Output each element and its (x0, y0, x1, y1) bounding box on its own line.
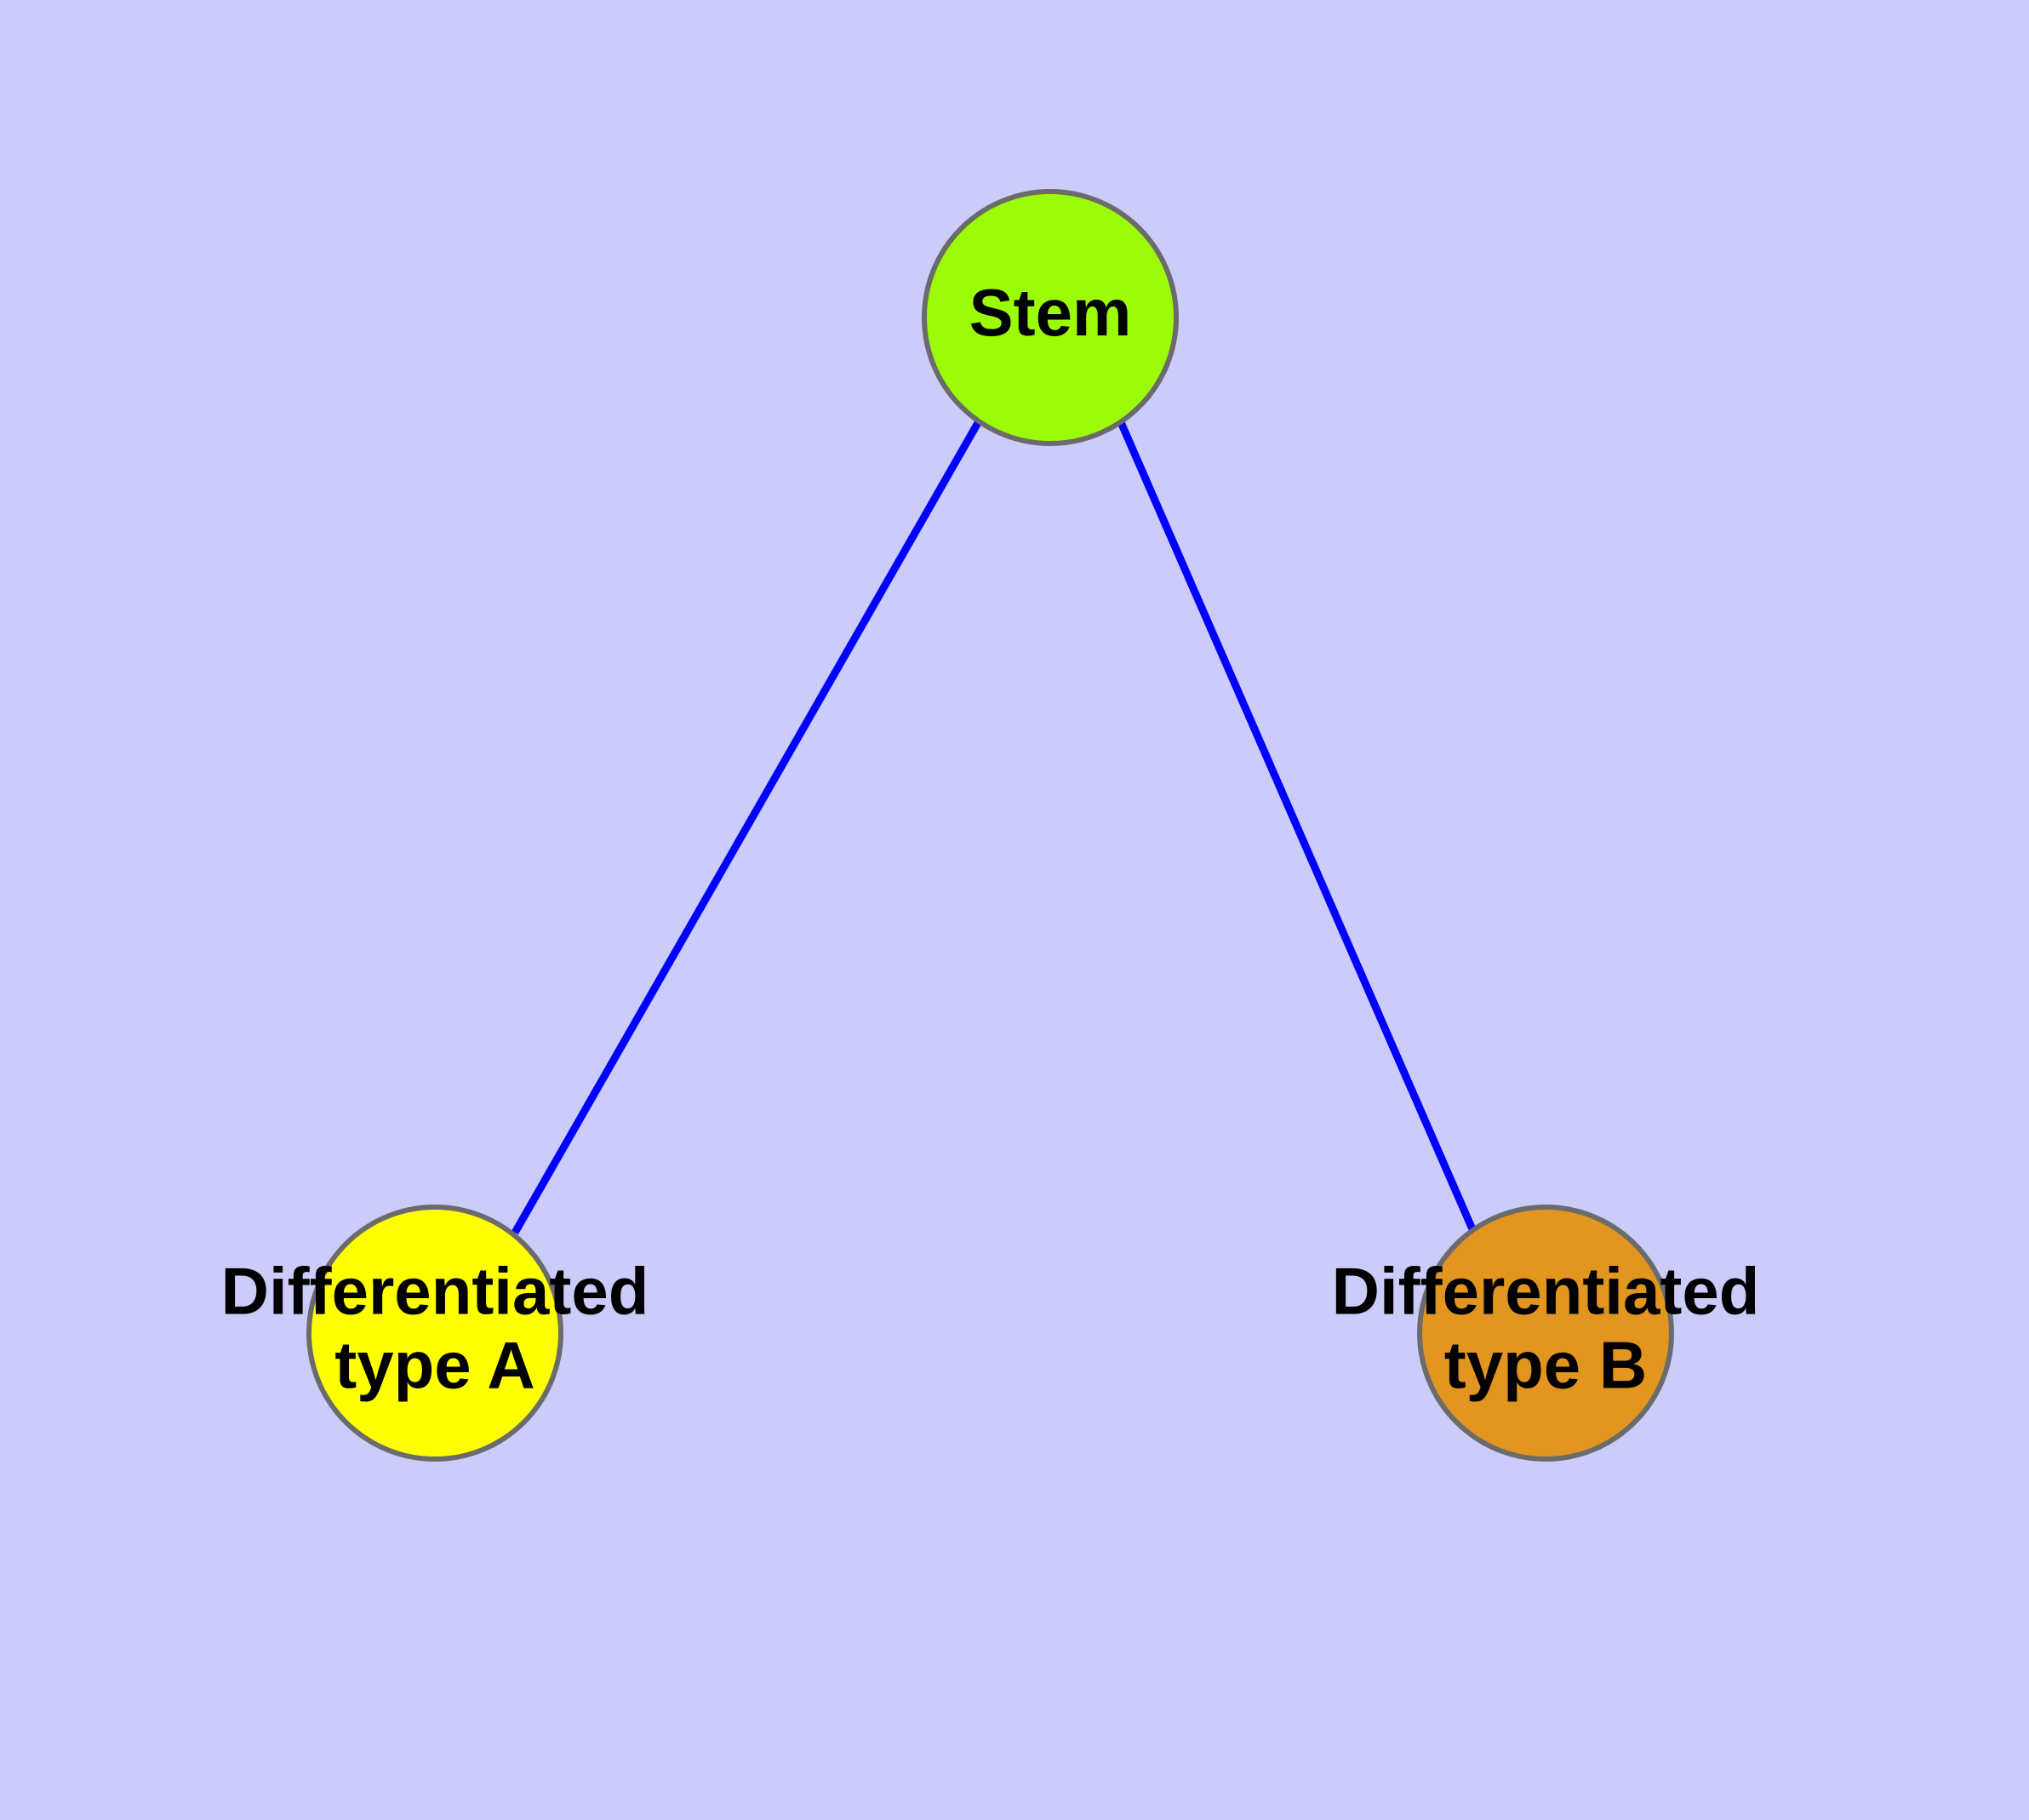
node-differentiated-type-b[interactable] (1417, 1205, 1674, 1462)
node-stem-circle[interactable] (922, 189, 1179, 446)
edge-stem-to-differentiated-type-a[interactable] (512, 419, 982, 1235)
node-differentiated-type-b-circle[interactable] (1417, 1205, 1674, 1462)
node-differentiated-type-a[interactable] (306, 1205, 563, 1462)
edge-layer (512, 419, 1477, 1235)
node-layer (306, 189, 1674, 1462)
node-stem-label: Stem (969, 275, 1132, 350)
edge-stem-to-differentiated-type-b[interactable] (1117, 421, 1477, 1231)
node-stem[interactable] (922, 189, 1179, 446)
node-differentiated-type-a-circle[interactable] (306, 1205, 563, 1462)
